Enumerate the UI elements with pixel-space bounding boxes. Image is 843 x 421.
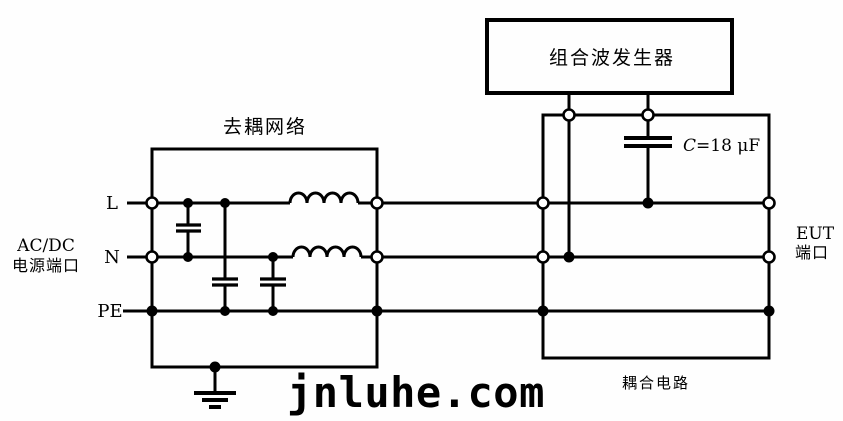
conductor-label-pe: PE [97,301,122,322]
coupling-circuit-box [541,113,771,360]
svg-text:AC/DC: AC/DC [16,236,75,256]
coupling-capacitor-branch [624,93,672,203]
ground-symbol [194,367,236,409]
watermark-text: jnluhe.com [287,368,545,417]
inductor-l [288,191,360,204]
svg-text:EUT: EUT [796,224,835,244]
svg-text:电源端口: 电源端口 [12,256,80,275]
capacitor-l-n [176,203,201,257]
ac-dc-port-label: AC/DC 电源端口 [12,236,80,275]
capacitor-n-pe [260,257,286,311]
conductor-label-n: N [104,247,120,268]
decoupling-network-label: 去耦网络 [223,116,307,138]
capacitor-value-label: C=18 μF [683,136,760,156]
generator-box [485,18,734,95]
generator-label: 组合波发生器 [549,47,675,69]
conductor-label-l: L [106,193,118,214]
svg-text:端口: 端口 [795,243,829,262]
coupling-circuit-label: 耦合电路 [622,374,690,392]
junction-dots [146,197,775,373]
terminal-circles [145,108,776,264]
inductor-n [291,245,363,258]
eut-port-label: EUT 端口 [795,224,835,262]
